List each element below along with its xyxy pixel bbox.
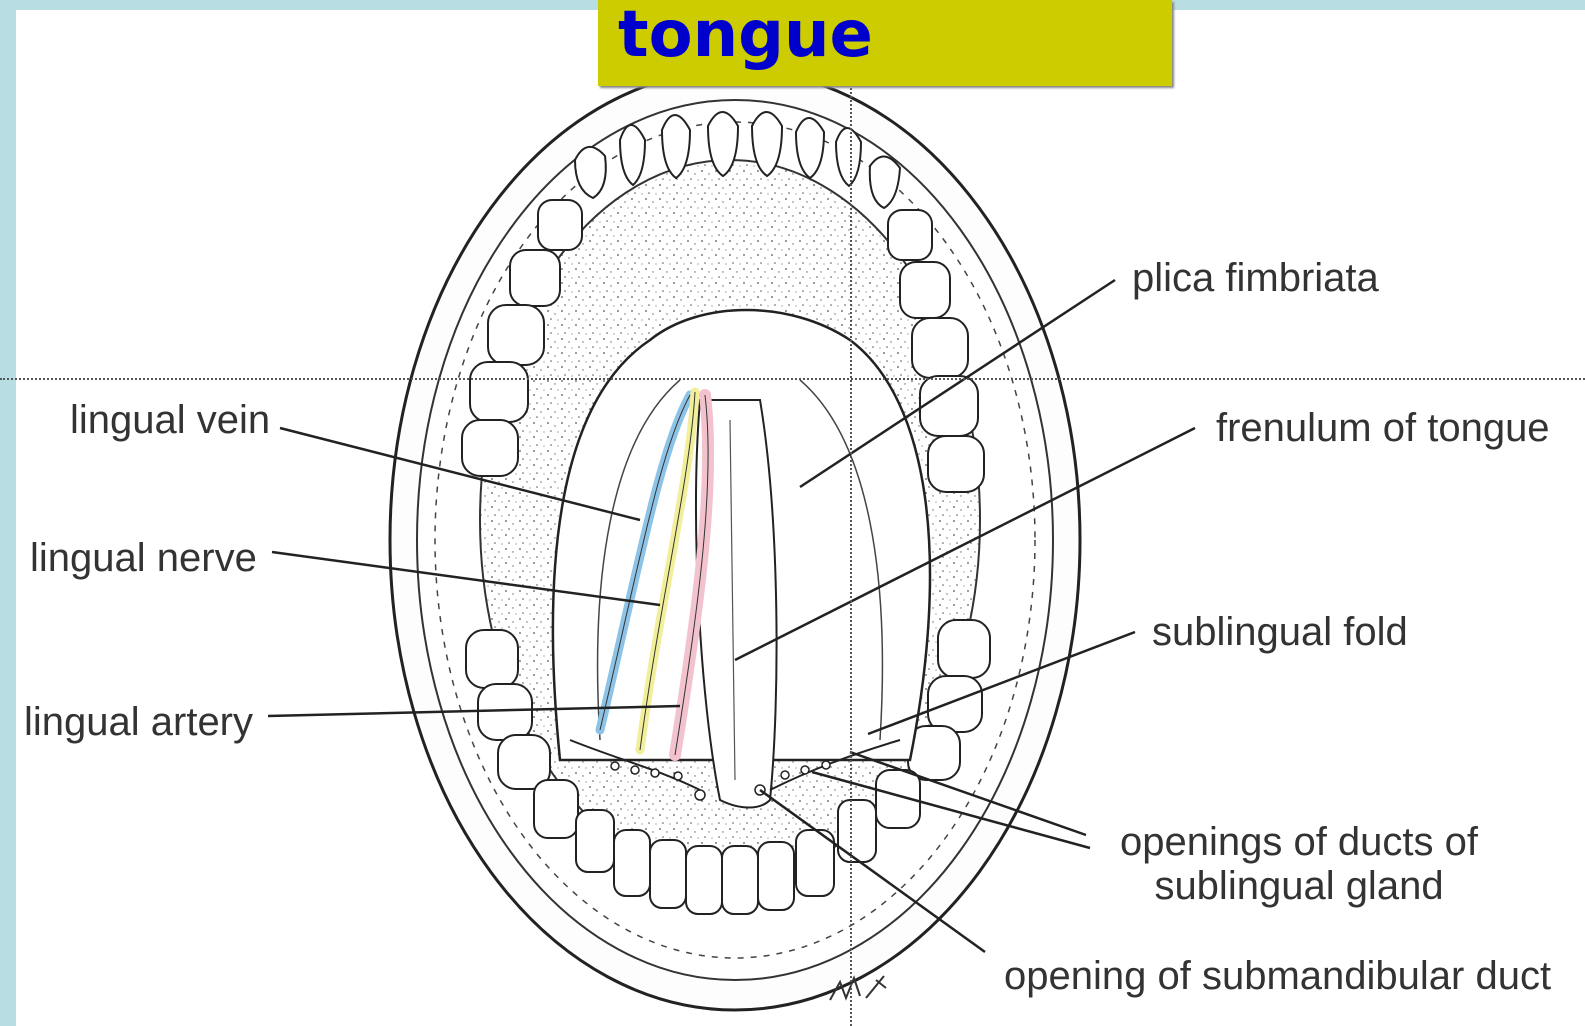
guide-line-vertical [850,0,852,1026]
guide-line-horizontal [0,378,1585,380]
label-openings-line1: openings of ducts of [1104,820,1494,864]
label-openings-line2: sublingual gland [1104,864,1494,908]
label-opening-of-submandibular-duct: opening of submandibular duct [1004,954,1551,998]
label-lingual-vein: lingual vein [70,398,270,442]
label-plica-fimbriata: plica fimbriata [1132,256,1379,300]
page-title: tongue [618,0,873,72]
label-sublingual-fold: sublingual fold [1152,610,1408,654]
label-frenulum-of-tongue: frenulum of tongue [1216,406,1550,450]
label-lingual-artery: lingual artery [24,700,253,744]
title-box: tongue [598,0,1172,86]
label-openings-of-ducts: openings of ducts of sublingual gland [1104,820,1494,908]
label-lingual-nerve: lingual nerve [30,536,257,580]
